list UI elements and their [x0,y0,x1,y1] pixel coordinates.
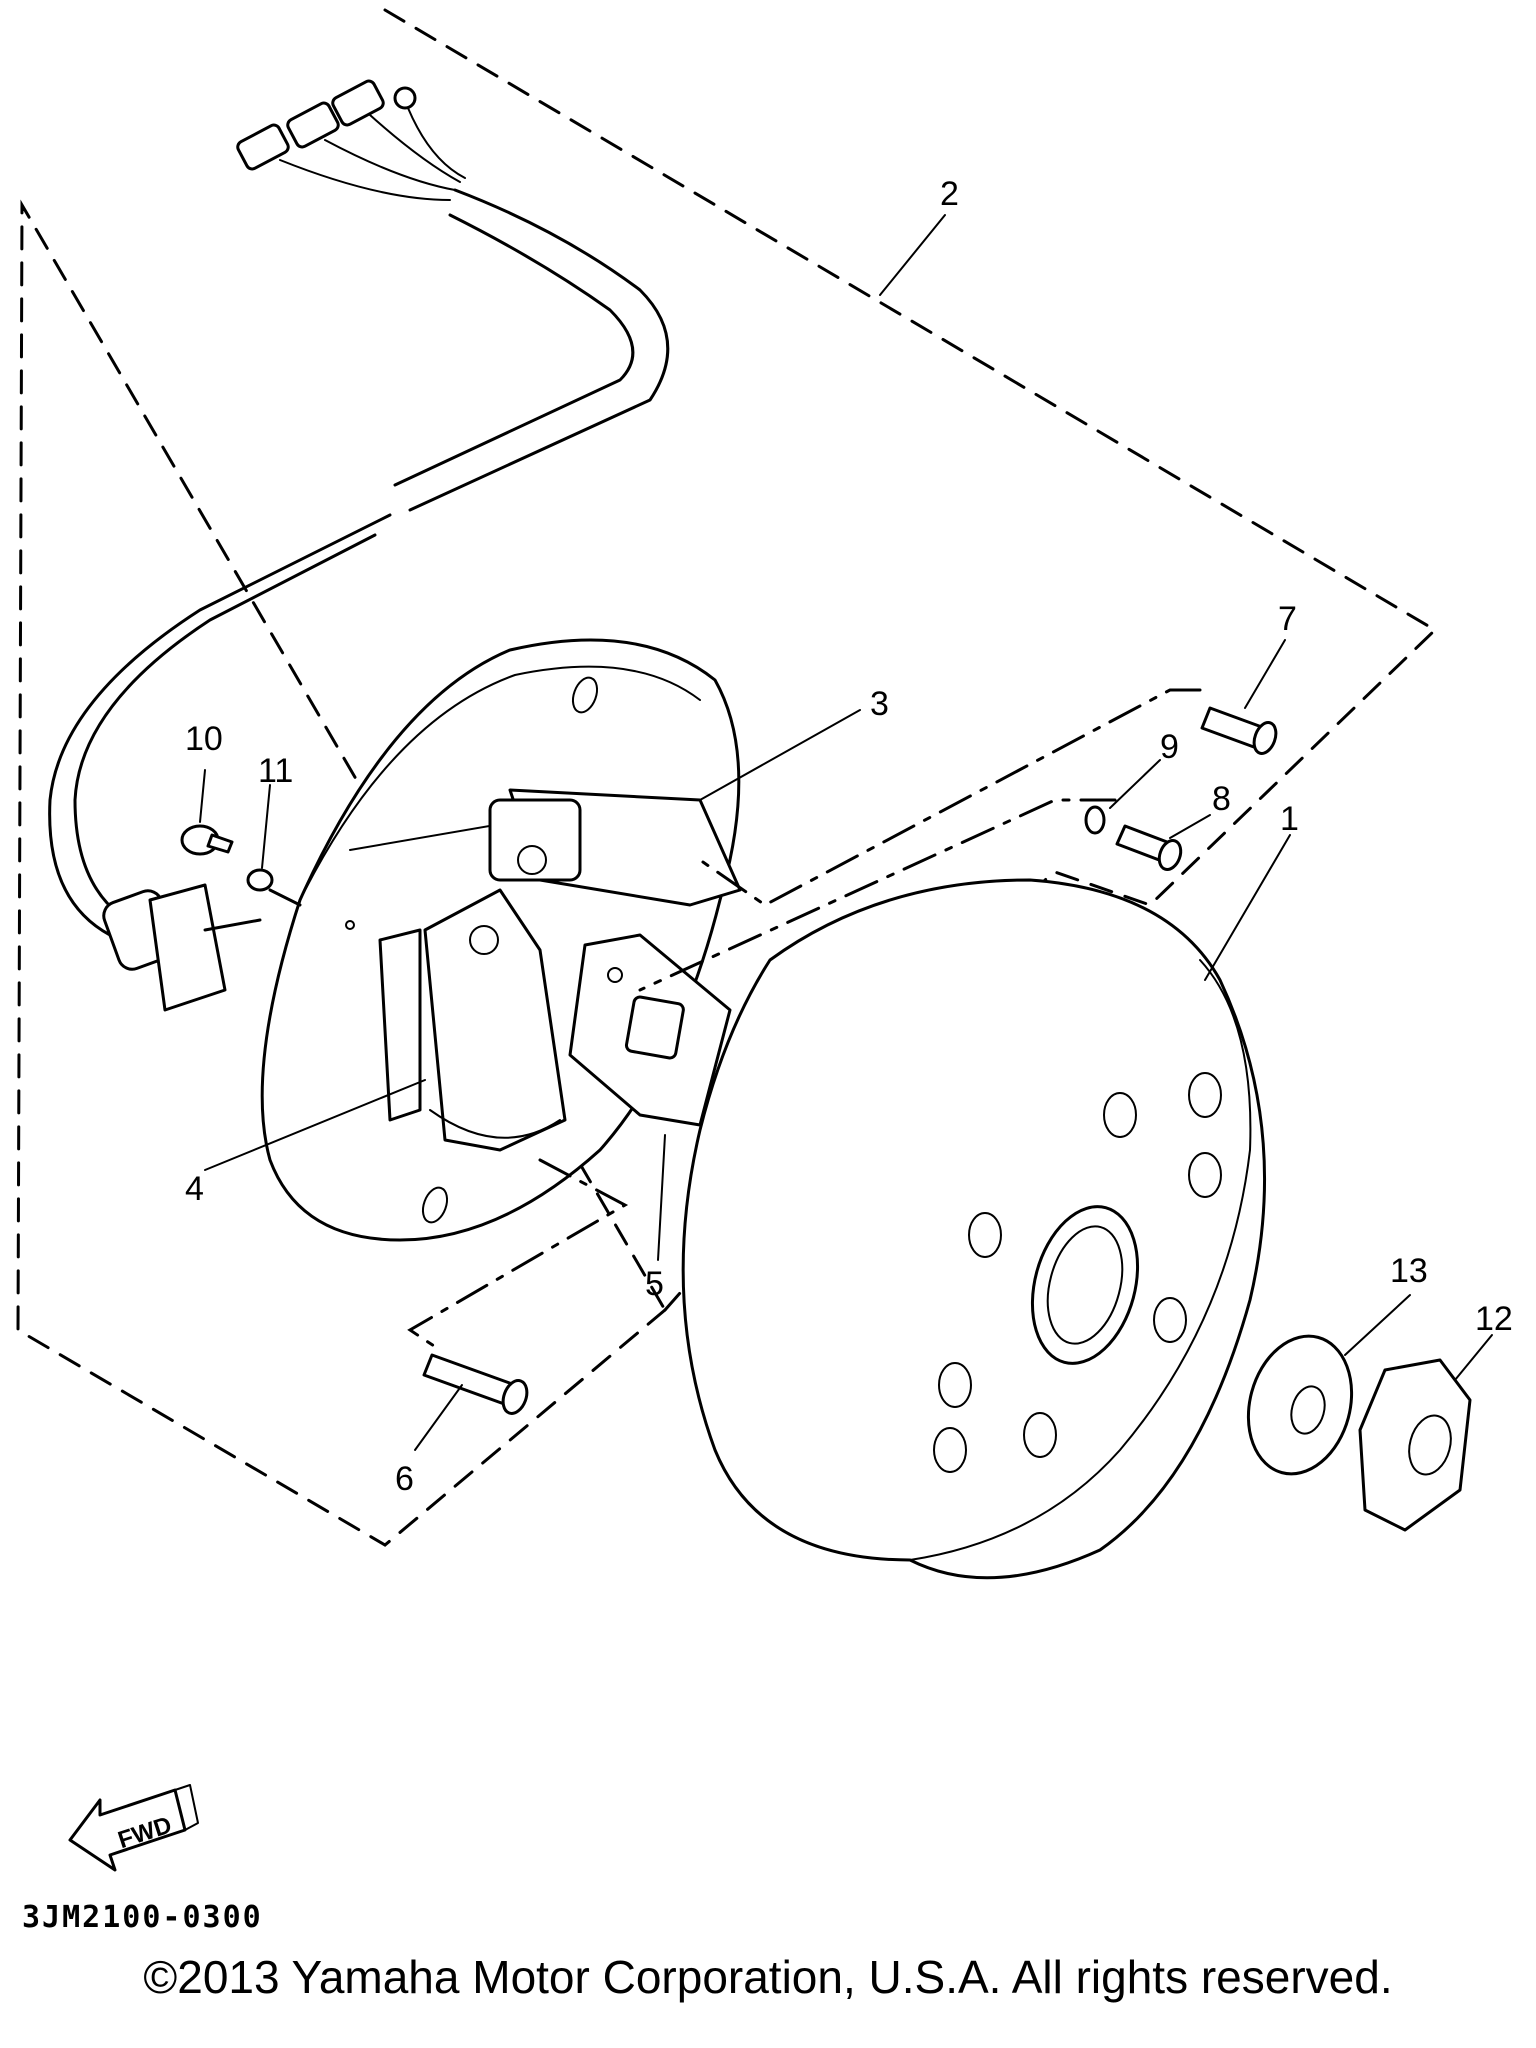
leader-11 [261,784,271,869]
callout-12: 12 [1475,1300,1513,1338]
callout-6: 6 [395,1460,414,1498]
charging-coil [568,933,732,1127]
leader-2 [879,214,946,296]
leader-12 [1454,1334,1493,1381]
nut-12 [1358,1358,1472,1532]
screw-6 [422,1353,529,1415]
assembly-boundary [16,8,1438,1547]
callout-11: 11 [258,752,293,790]
leader-3 [699,709,861,801]
callout-8: 8 [1212,780,1231,818]
leader-9 [1109,759,1161,809]
leader-8 [1169,814,1211,839]
leader-5 [657,1134,666,1261]
pulser-coil [488,788,742,907]
callout-13: 13 [1390,1252,1428,1290]
callout-10: 10 [185,720,223,758]
washer-13 [1246,1334,1354,1476]
reference-line-8 [638,798,1117,992]
screw-7 [1200,706,1278,755]
callout-9: 9 [1160,728,1179,766]
fwd-arrow: FWD [68,1784,199,1872]
callout-3: 3 [870,685,889,723]
leader-10 [199,769,206,823]
reference-line-6 [407,1158,629,1352]
clamp-11 [246,868,274,892]
copyright-notice: ©2013 Yamaha Motor Corporation, U.S.A. A… [143,1951,1393,2003]
reference-line-10 [268,888,302,907]
source-coil [378,888,567,1152]
leader-6 [414,1384,463,1451]
wire-harness [48,79,670,1012]
screw-10 [180,824,234,856]
callout-4: 4 [185,1170,204,1208]
leader-1 [1204,834,1291,981]
rotor [681,878,1267,1580]
callout-7: 7 [1278,600,1297,638]
leader-7 [1244,639,1286,709]
reference-line-7 [698,688,1202,907]
callout-5: 5 [645,1265,664,1303]
leader-13 [1344,1294,1411,1356]
drawing-code: 3JM2100-0300 [22,1900,263,1935]
callout-2: 2 [940,175,959,213]
callout-1: 1 [1280,800,1299,838]
leader-4 [204,1079,426,1171]
washer-9 [1084,805,1106,835]
screw-8 [1115,824,1183,872]
